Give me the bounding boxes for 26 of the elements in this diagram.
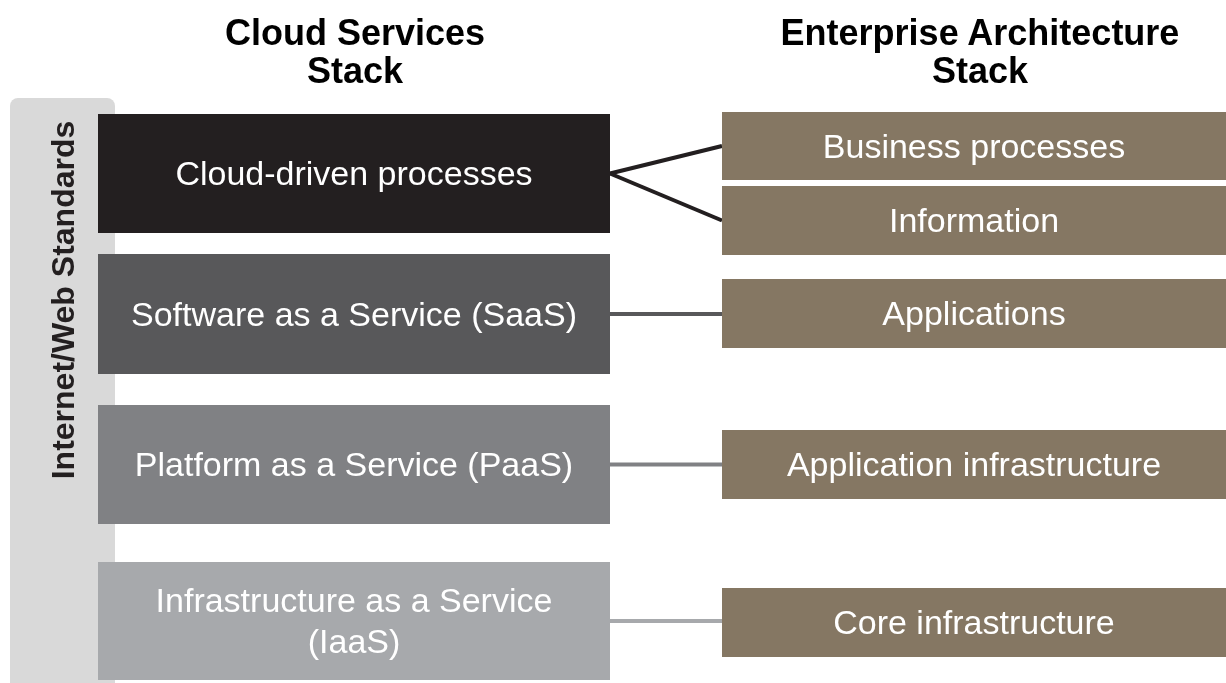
architecture-layer-box <box>722 112 1226 180</box>
connector-line <box>610 312 722 316</box>
connector-line <box>610 462 722 467</box>
stack-layer-box <box>98 405 610 524</box>
layer-label: Infrastructure as a Service (IaaS) <box>154 580 554 662</box>
layer-label: Business processes <box>822 125 1126 167</box>
stack-layer-box <box>98 114 610 233</box>
layer-label: Application infrastructure <box>786 444 1162 485</box>
connector-line <box>610 619 722 623</box>
architecture-layer-box <box>722 588 1226 657</box>
connector-line <box>609 144 723 176</box>
layer-label: Platform as a Service (PaaS) <box>134 444 574 485</box>
layer-label: Cloud-driven processes <box>175 153 533 194</box>
layer-label: Core infrastructure <box>833 602 1115 643</box>
stack-layer-box <box>98 562 610 680</box>
architecture-layer-box <box>722 430 1226 499</box>
stack-layer-box <box>98 254 610 374</box>
band-label: Internet/Web Standards <box>43 120 82 480</box>
stack-heading: Cloud Services Stack <box>223 14 487 90</box>
stack-heading: Enterprise Architecture Stack <box>779 14 1181 90</box>
architecture-layer-box <box>722 279 1226 348</box>
layer-label: Software as a Service (SaaS) <box>131 293 577 335</box>
connector-line <box>609 171 723 223</box>
layer-label: Information <box>888 200 1060 241</box>
layer-label: Applications <box>882 293 1066 334</box>
architecture-layer-box <box>722 186 1226 255</box>
